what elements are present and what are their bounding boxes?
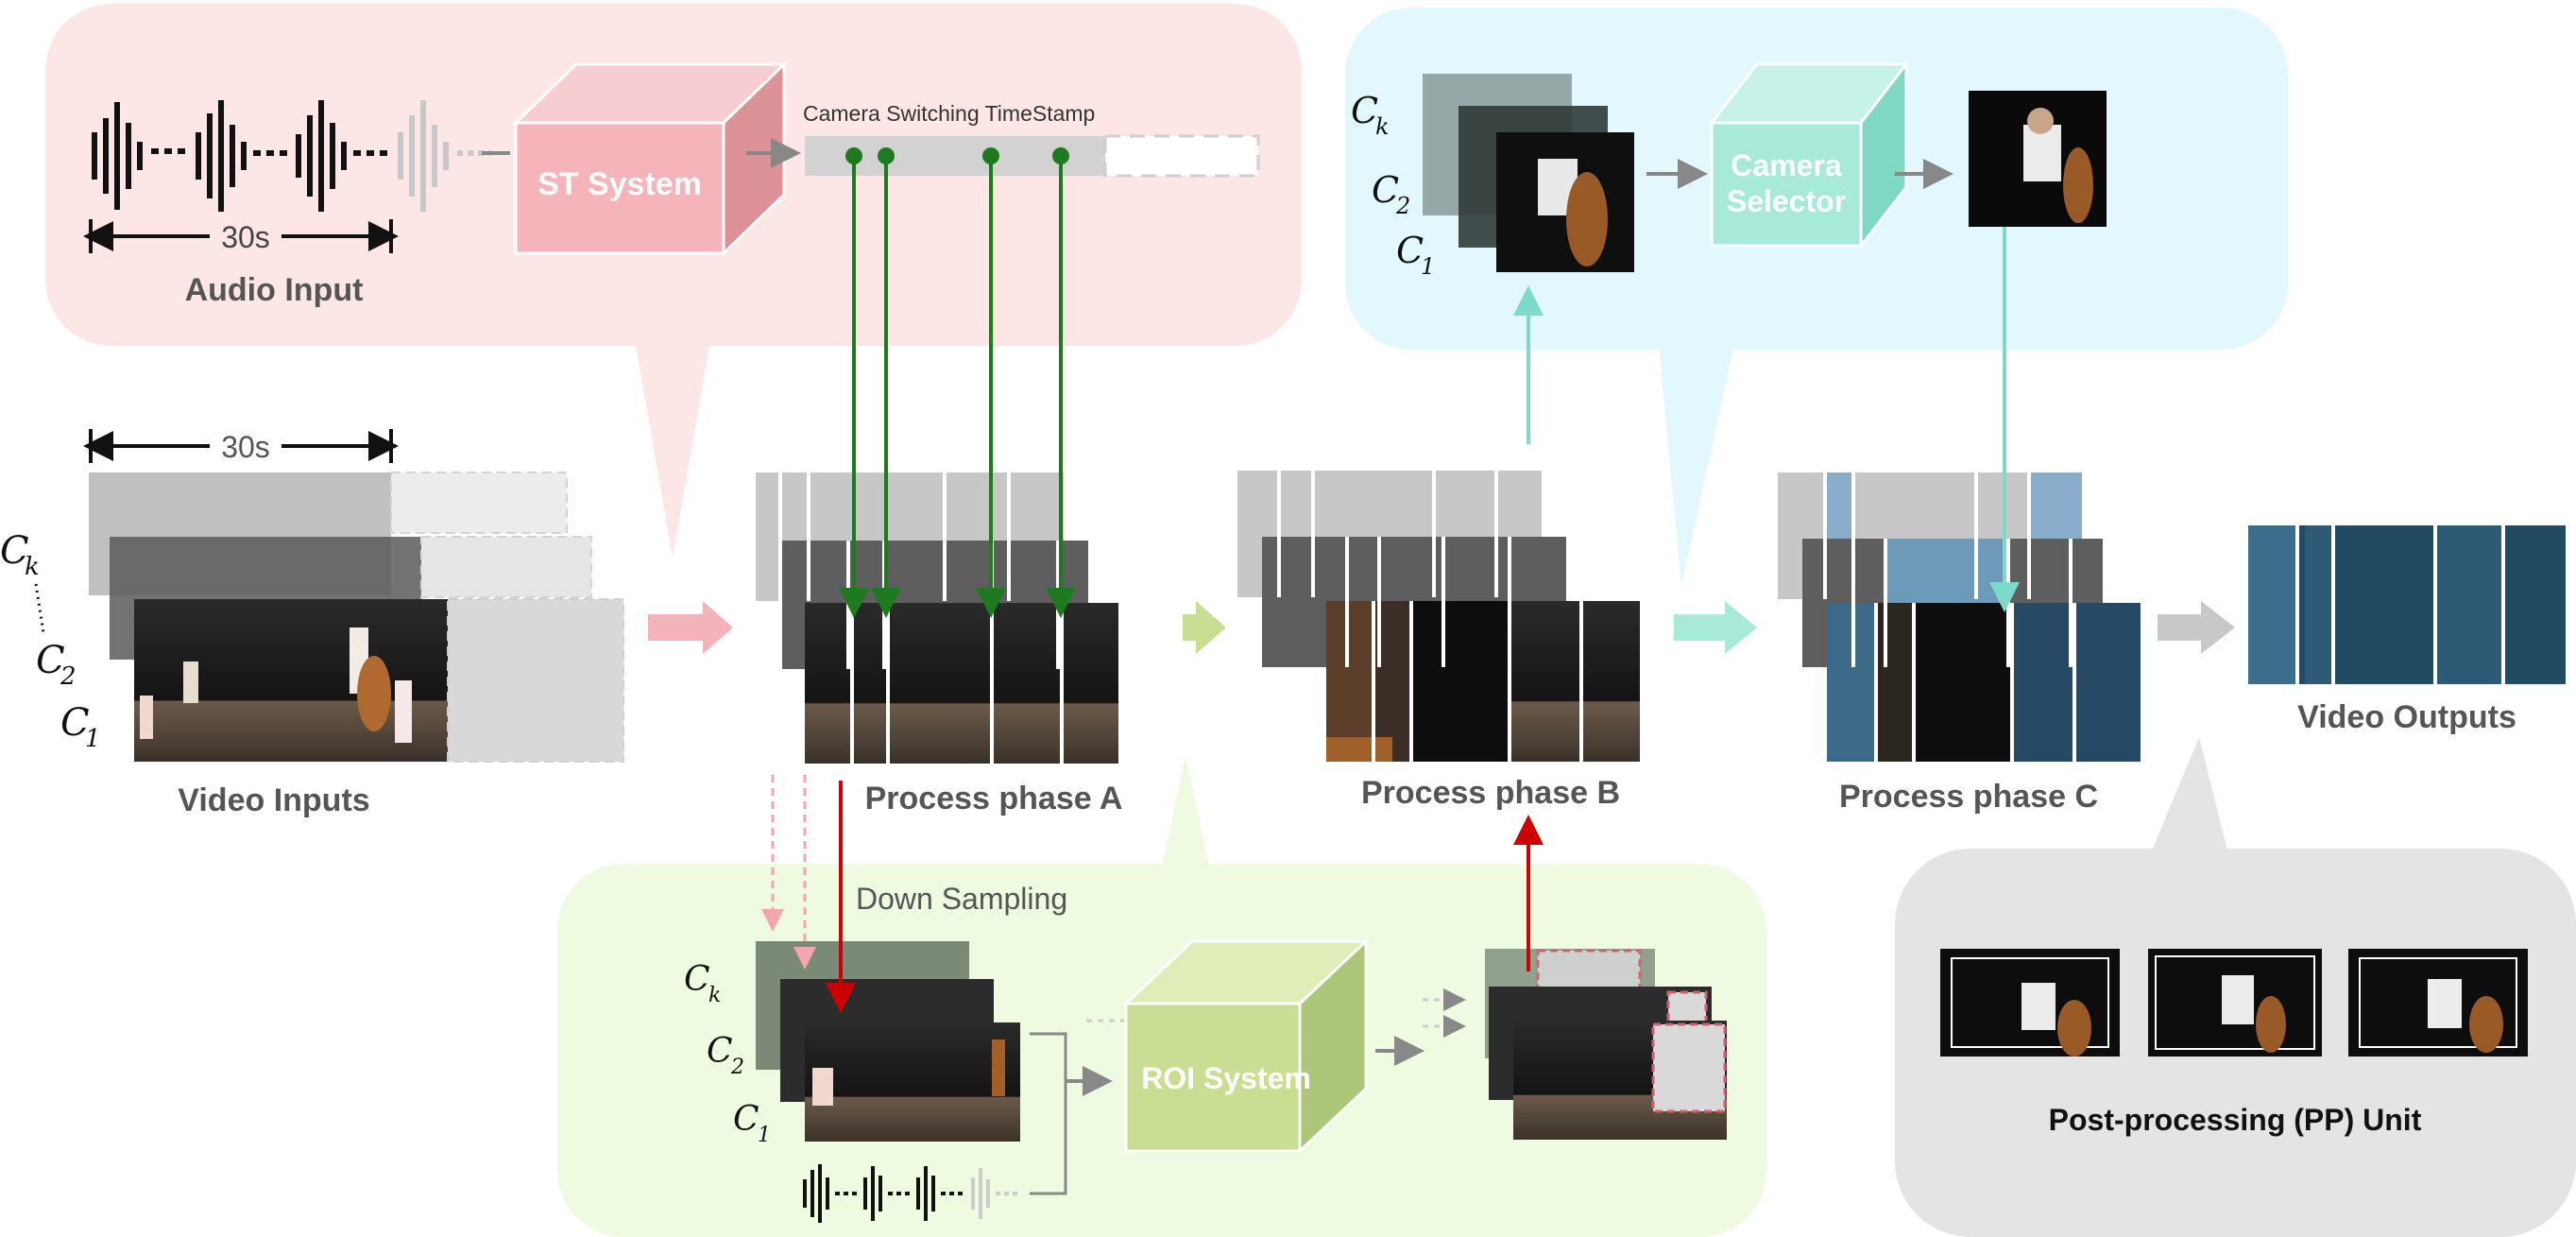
audio-input-caption: Audio Input [185, 272, 364, 308]
phase-b-cut-lines [1277, 471, 1583, 762]
phase-a: Process phase A [756, 472, 1123, 1013]
camera-ck-sub: k [1375, 113, 1390, 140]
arrow-to-phase-a [648, 601, 733, 654]
audio-waveform-faded-icon [398, 100, 491, 212]
audio-panel-pointer [635, 340, 710, 558]
roi-system-label: ROI System [1141, 1061, 1311, 1095]
camera-candidate-frames [1423, 74, 1634, 272]
phase-a-frame [805, 603, 1118, 764]
roi-c1-letter: C [733, 1100, 759, 1139]
roi-audio-waveform-icon [803, 1164, 964, 1223]
phase-b-caption: Process phase B [1361, 775, 1620, 811]
roi-system-cube: ROI System [1122, 937, 1370, 1155]
roi-c1-sub: 1 [758, 1124, 771, 1147]
roi-audio-waveform-faded-icon [971, 1168, 1020, 1219]
audio-waveform-icon [92, 100, 387, 212]
roi-c2-letter: C [707, 1032, 733, 1071]
video-inputs-caption: Video Inputs [178, 782, 369, 818]
video-inputs: 30s C k C 2 C 1 Video Inputs [0, 429, 624, 818]
camera-selector-cube: Camera Selector [1708, 60, 1910, 250]
video-input-c1-frame [134, 599, 448, 762]
down-sampling-label: Down Sampling [856, 882, 1067, 916]
pp-example-frame-3 [2348, 949, 2528, 1057]
timestamp-label: Camera Switching TimeStamp [803, 101, 1095, 126]
camera-ck-letter: C [1351, 90, 1378, 131]
input-c2-letter: C [36, 639, 65, 682]
roi-panel: Down Sampling C k C 2 C 1 [557, 756, 1766, 1237]
camera-c2-sub: 2 [1395, 193, 1410, 219]
roi-c2-sub: 2 [730, 1056, 744, 1079]
input-c2-sub: 2 [60, 662, 77, 691]
video-output-frame [2248, 525, 2566, 684]
st-system-cube: ST System [512, 60, 788, 257]
arrow-to-phase-c [1674, 601, 1757, 654]
camera-c2-letter: C [1372, 169, 1399, 211]
video-outputs-caption: Video Outputs [2297, 699, 2516, 735]
camera-selector-label-2: Selector [1727, 184, 1846, 218]
phase-c-caption: Process phase C [1839, 779, 2098, 815]
camera-panel-pointer [1659, 345, 1734, 586]
roi-output-frames [1485, 949, 1727, 1140]
camera-selector-label-1: Camera [1731, 148, 1842, 182]
input-c1-letter: C [60, 701, 90, 745]
phase-b: Process phase B [1237, 285, 1640, 971]
input-ck-sub: k [25, 553, 40, 581]
downsampled-frames [756, 941, 1020, 1142]
camera-c1-letter: C [1396, 230, 1424, 271]
phase-c-cut-lines [1823, 472, 2076, 762]
roi-panel-pointer [1162, 756, 1209, 868]
pp-example-frame-1 [1940, 949, 2120, 1057]
camera-panel: C k C 2 C 1 Camera Selector [1345, 8, 2288, 586]
pp-example-frame-2 [2148, 949, 2322, 1057]
video-duration-label: 30s [221, 430, 270, 464]
pp-panel-pointer [2152, 737, 2227, 850]
phase-c: Process phase C [1778, 227, 2141, 815]
video-outputs: Video Outputs [2248, 525, 2566, 735]
roi-ck-letter: C [684, 960, 710, 999]
arrow-to-phase-b [1183, 601, 1226, 654]
camera-c1-sub: 1 [1421, 253, 1435, 280]
phase-a-caption: Process phase A [865, 781, 1123, 816]
roi-input-bracket [1030, 1032, 1067, 1195]
audio-duration-label: 30s [221, 220, 270, 254]
timestamp-bar-pending [1103, 134, 1260, 178]
timestamp-cut-lines [839, 147, 1076, 618]
video-input-pending [447, 598, 624, 763]
selected-camera-frame [1969, 91, 2107, 227]
audio-panel: 30s Audio Input ST System Camera Switchi… [45, 4, 1302, 558]
flow-arrows [648, 601, 2235, 654]
input-c1-sub: 1 [85, 725, 101, 753]
input-ck-letter: C [0, 529, 29, 573]
st-system-label: ST System [537, 166, 702, 202]
pp-unit-caption: Post-processing (PP) Unit [2049, 1103, 2422, 1137]
roi-ck-sub: k [708, 984, 721, 1007]
arrow-to-outputs [2158, 601, 2235, 654]
pp-panel: Post-processing (PP) Unit [1895, 737, 2576, 1237]
